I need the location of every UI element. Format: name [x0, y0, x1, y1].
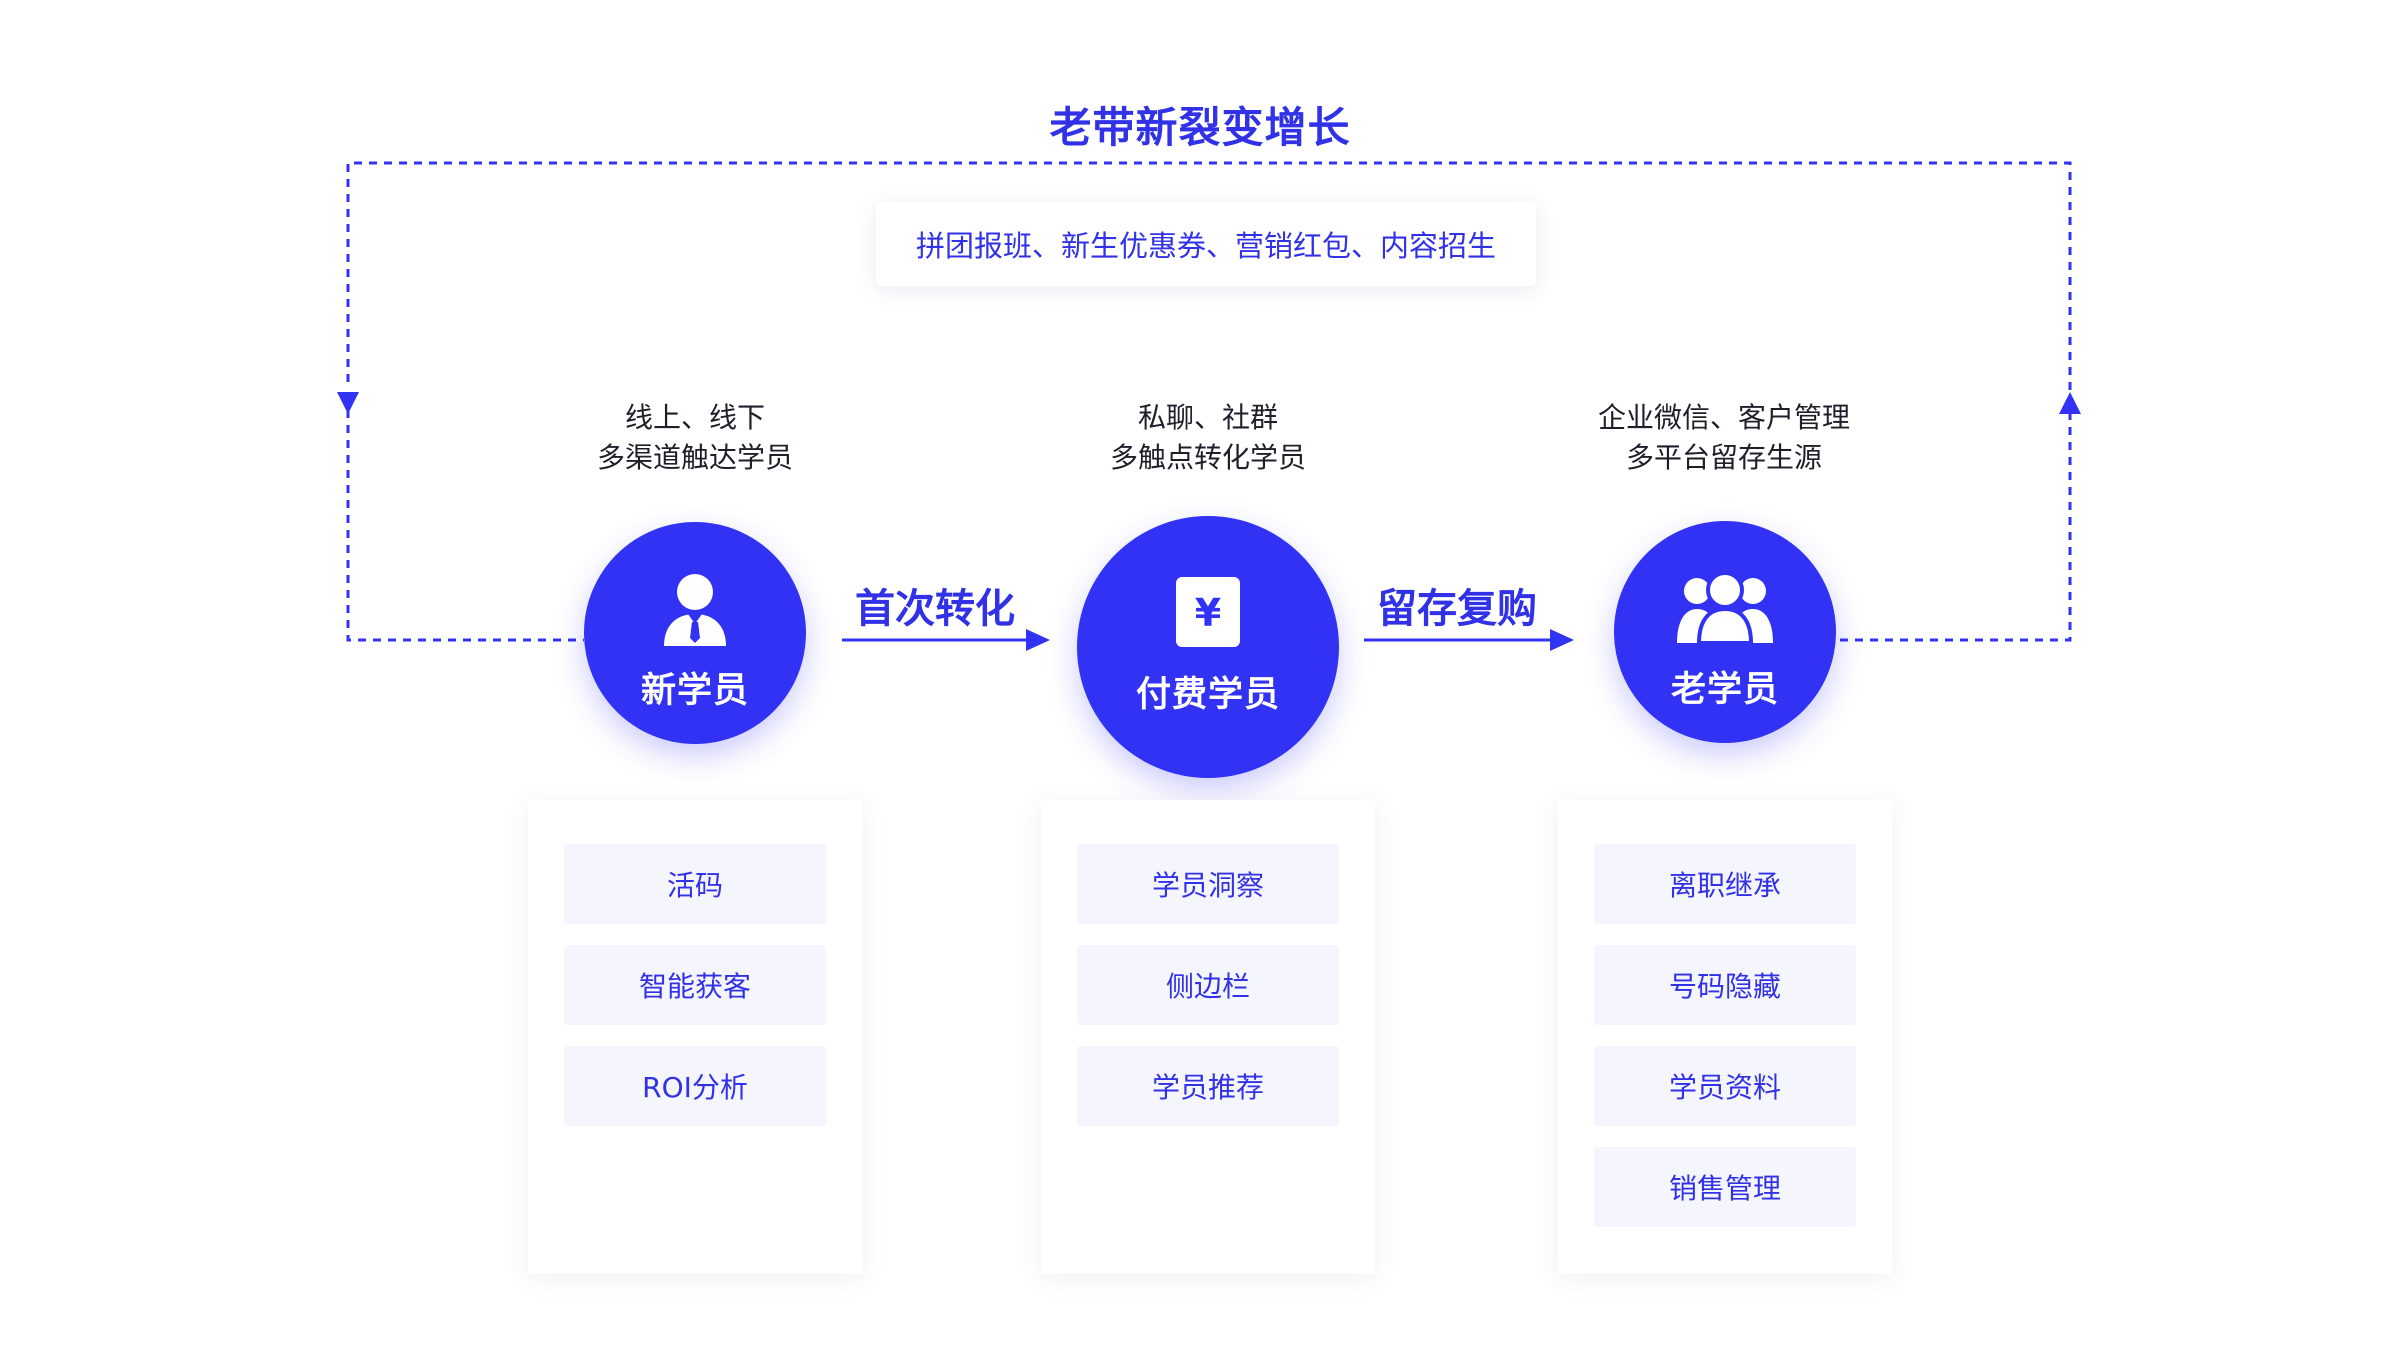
stage-node-old[interactable]: 老学员	[1614, 521, 1836, 743]
stage-paid-desc-line1: 私聊、社群	[1137, 401, 1278, 434]
feature-pill[interactable]: 智能获客	[564, 945, 826, 1025]
svg-text:¥: ¥	[1195, 591, 1221, 635]
feature-pill[interactable]: 学员资料	[1594, 1046, 1856, 1126]
user-icon	[664, 574, 726, 646]
stage-node-label: 新学员	[640, 671, 749, 711]
stage-old-desc-line2: 多平台留存生源	[1625, 441, 1822, 474]
stage-new-desc-line2: 多渠道触达学员	[596, 441, 793, 474]
feature-panel-old: 离职继承 号码隐藏 学员资料 销售管理	[1558, 800, 1892, 1274]
feature-pill[interactable]: 活码	[564, 844, 826, 924]
stage-paid-description: 私聊、社群 多触点转化学员	[998, 398, 1418, 478]
feature-pill[interactable]: ROI分析	[564, 1046, 826, 1126]
stage-new-description: 线上、线下 多渠道触达学员	[485, 398, 905, 478]
loop-arrow-down	[337, 392, 359, 414]
feature-panel-paid: 学员洞察 侧边栏 学员推荐	[1041, 800, 1375, 1274]
stage-node-label: 付费学员	[1135, 675, 1280, 715]
loop-top-path	[346, 161, 2072, 390]
tactics-box: 拼团报班、新生优惠券、营销红包、内容招生	[876, 202, 1536, 286]
stage-paid-desc-line2: 多触点转化学员	[1109, 441, 1306, 474]
stage-new-desc-line1: 线上、线下	[624, 401, 765, 434]
stage-old-description: 企业微信、客户管理 多平台留存生源	[1514, 398, 1934, 478]
feature-panel-new: 活码 智能获客 ROI分析	[528, 800, 862, 1274]
stage-old-desc-line1: 企业微信、客户管理	[1597, 401, 1850, 434]
stage-node-paid[interactable]: ¥ 付费学员	[1077, 516, 1339, 778]
diagram-title: 老带新裂变增长	[1049, 103, 1351, 152]
feature-pill[interactable]: 学员洞察	[1077, 844, 1339, 924]
stage-node-label: 老学员	[1670, 670, 1779, 710]
arrow-first-conversion-head	[1026, 629, 1050, 651]
feature-pill[interactable]: 离职继承	[1594, 844, 1856, 924]
loop-right-path	[1840, 400, 2072, 642]
arrow-retention-head	[1550, 629, 1574, 651]
loop-arrow-up	[2059, 392, 2081, 414]
yuan-icon: ¥	[1176, 577, 1240, 647]
group-icon	[1677, 573, 1773, 643]
feature-pill[interactable]: 销售管理	[1594, 1147, 1856, 1227]
feature-pill[interactable]: 侧边栏	[1077, 945, 1339, 1025]
feature-pill[interactable]: 号码隐藏	[1594, 945, 1856, 1025]
transition-retention: 留存复购	[1377, 586, 1537, 632]
transition-first-conversion: 首次转化	[855, 586, 1015, 632]
feature-pill[interactable]: 学员推荐	[1077, 1046, 1339, 1126]
loop-left-path	[346, 410, 584, 642]
stage-node-new[interactable]: 新学员	[584, 522, 806, 744]
